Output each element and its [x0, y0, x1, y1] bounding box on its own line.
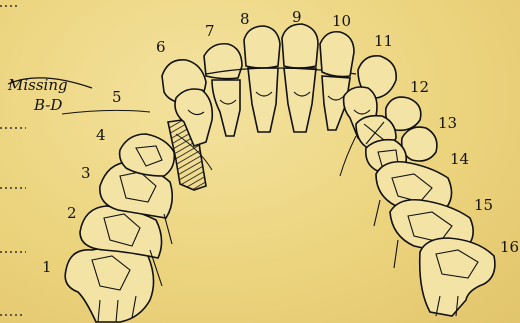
tooth-number-8: 8 [240, 10, 250, 28]
tooth-number-13: 13 [438, 114, 457, 132]
tooth-number-6: 6 [156, 38, 166, 56]
tooth-4 [120, 134, 175, 176]
note-pointer-line [62, 110, 150, 114]
tooth-number-9: 9 [292, 8, 302, 26]
tooth-number-4: 4 [96, 126, 106, 144]
tooth-number-11: 11 [374, 32, 393, 50]
tooth-16 [420, 238, 495, 316]
tooth-number-5: 5 [112, 88, 122, 106]
tooth-number-3: 3 [81, 164, 91, 182]
missing-note-line1: Missing [7, 76, 68, 94]
tooth-number-15: 15 [474, 196, 493, 214]
missing-note-line2: B-D [33, 96, 62, 114]
tooth-number-2: 2 [67, 204, 77, 222]
tooth-number-7: 7 [205, 22, 215, 40]
tooth-1 [65, 248, 153, 322]
tooth-number-1: 1 [42, 258, 52, 276]
tooth-8 [244, 26, 280, 132]
tooth-9 [282, 24, 318, 132]
tooth-number-10: 10 [332, 12, 351, 30]
tooth-number-14: 14 [450, 150, 469, 168]
tooth-number-16: 16 [500, 238, 519, 256]
tooth-number-12: 12 [410, 78, 429, 96]
